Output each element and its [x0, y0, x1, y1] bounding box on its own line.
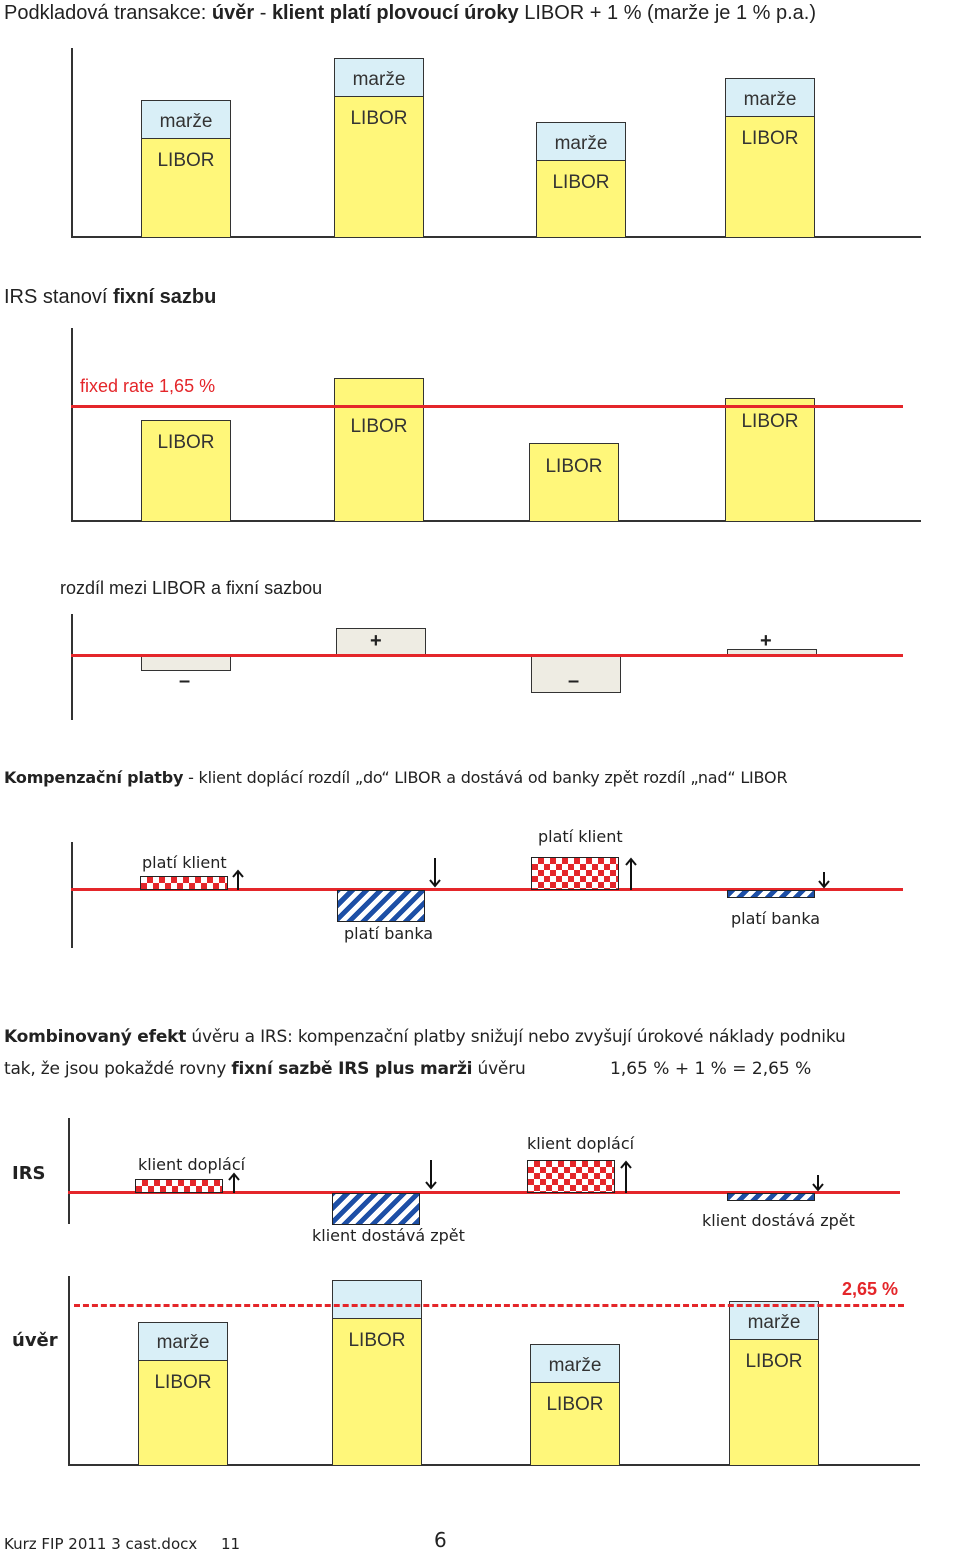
marze-bar: marže [334, 58, 424, 96]
arrow-down-icon [425, 1160, 437, 1190]
axis-y [68, 1276, 70, 1466]
axis-x [71, 520, 921, 522]
title-dash: - [254, 2, 272, 24]
arrow-down-icon [429, 858, 441, 888]
client-payment-bar [527, 1160, 615, 1193]
libor-bar: LIBOR [334, 96, 424, 238]
fixed-rate-line [71, 654, 903, 657]
axis-y [71, 48, 73, 238]
page-title: Podkladová transakce: úvěr - klient plat… [4, 2, 816, 25]
libor-bar: LIBOR [529, 443, 619, 522]
title-klient: klient platí plovoucí úroky [271, 2, 519, 24]
footer-number: 11 [221, 1535, 241, 1553]
payment-label: klient dostává zpět [312, 1226, 465, 1245]
fixed-rate-line [71, 405, 903, 408]
combined-effect-line1: Kombinovaný efekt úvěru a IRS: kompenzač… [4, 1027, 846, 1047]
label-irs: IRS [12, 1163, 46, 1184]
section-heading-irs: IRS stanoví fixní sazbu [4, 286, 217, 308]
label-uver: úvěr [12, 1330, 58, 1351]
combined-effect-calculation: 1,65 % + 1 % = 2,65 % [610, 1059, 812, 1079]
libor-bar: LIBOR [725, 116, 815, 238]
payment-label: platí banka [344, 924, 434, 943]
arrow-up-icon [232, 869, 244, 890]
libor-bar: LIBOR [530, 1382, 620, 1466]
difference-bar-negative [141, 656, 231, 671]
marze-bar: marže [530, 1344, 620, 1382]
payment-label: platí banka [731, 909, 821, 928]
libor-bar: LIBOR [334, 378, 424, 522]
bank-payment-bar [727, 890, 815, 898]
section-heading-compensation: Kompenzační platby - klient doplácí rozd… [4, 768, 788, 787]
fixed-rate-line [68, 1191, 900, 1194]
total-rate-dashed-line [74, 1304, 904, 1307]
marze-bar: marže [729, 1301, 819, 1339]
client-receives-bar [332, 1193, 420, 1225]
sign-minus: – [568, 670, 580, 692]
axis-y [68, 1118, 70, 1224]
client-payment-bar [531, 857, 619, 890]
libor-bar: LIBOR [332, 1318, 422, 1466]
bank-payment-bar [337, 890, 425, 922]
libor-bar: LIBOR [536, 160, 626, 238]
axis-x [68, 1464, 920, 1466]
difference-bar-negative [531, 656, 621, 693]
marze-bar: marže [536, 122, 626, 160]
libor-bar: LIBOR [729, 1339, 819, 1466]
client-payment-bar [135, 1179, 223, 1193]
title-rest: LIBOR + 1 % (marže je 1 % p.a.) [518, 2, 816, 24]
libor-bar: LIBOR [725, 398, 815, 522]
libor-bar: LIBOR [141, 420, 231, 522]
libor-bar: LIBOR [138, 1360, 228, 1466]
arrow-down-icon [812, 1175, 824, 1192]
fixed-rate-label: fixed rate 1,65 % [80, 376, 216, 396]
title-prefix: Podkladová transakce: [4, 2, 212, 24]
libor-bar: LIBOR [141, 138, 231, 238]
axis-y [71, 614, 73, 720]
arrow-up-icon [228, 1172, 240, 1193]
sign-minus: – [179, 670, 191, 692]
payment-label: platí klient [538, 827, 623, 846]
payment-label: klient doplácí [138, 1155, 246, 1174]
sign-plus: + [370, 630, 382, 652]
payment-label: klient dostává zpět [702, 1211, 855, 1230]
client-receives-bar [727, 1193, 815, 1201]
arrow-up-icon [620, 1160, 632, 1193]
footer-page-number: 6 [434, 1528, 447, 1552]
payment-label: klient doplácí [527, 1134, 635, 1153]
footer-document-name: Kurz FIP 2011 3 cast.docx [4, 1535, 198, 1553]
marze-bar [332, 1280, 422, 1318]
section-heading-difference: rozdíl mezi LIBOR a fixní sazbou [60, 578, 323, 598]
total-rate-label: 2,65 % [842, 1279, 899, 1299]
marze-bar: marže [725, 78, 815, 116]
axis-y [71, 842, 73, 948]
title-uver: úvěr [211, 2, 255, 24]
axis-x [71, 236, 921, 238]
marze-bar: marže [138, 1322, 228, 1360]
arrow-down-icon [818, 872, 830, 889]
client-payment-bar [140, 876, 228, 890]
marze-bar: marže [141, 100, 231, 138]
combined-effect-line2: tak, že jsou pokaždé rovny fixní sazbě I… [4, 1059, 526, 1079]
arrow-up-icon [625, 857, 637, 890]
fixed-rate-line [71, 888, 903, 891]
payment-label: platí klient [142, 853, 227, 872]
axis-y [71, 328, 73, 522]
sign-plus: + [760, 630, 772, 652]
